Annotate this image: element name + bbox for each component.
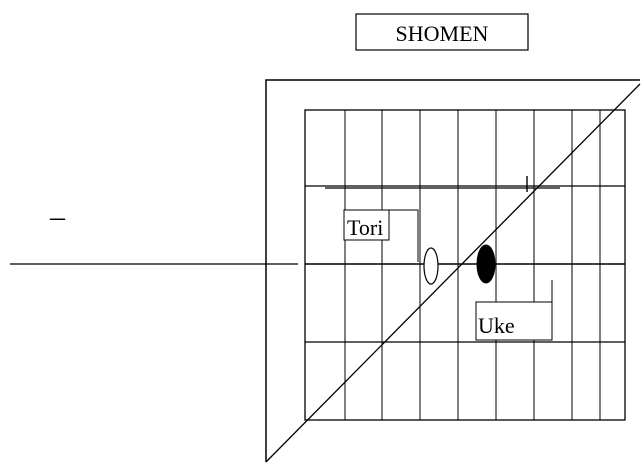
- mat-horizontal-lines: [305, 185, 625, 343]
- uke-marker: [476, 244, 496, 284]
- shomen-box: [355, 13, 529, 51]
- tori-marker: [423, 247, 439, 285]
- tori-leader: [344, 209, 419, 262]
- mat-border: [304, 109, 626, 421]
- shomen-label: SHOMEN: [396, 21, 489, 46]
- shomen-header: SHOMEN: [355, 13, 529, 51]
- tori-label: Tori: [347, 215, 383, 240]
- uke-label: Uke: [478, 313, 515, 338]
- left-mark: –: [49, 200, 66, 233]
- mat-grid: [304, 109, 626, 421]
- uke-group: Uke: [475, 244, 553, 341]
- outer-frame: [265, 79, 640, 462]
- tori-group: Tori: [343, 209, 439, 285]
- uke-box: [475, 301, 553, 341]
- diagonal-line: [265, 83, 641, 463]
- mat-vertical-lines: [344, 110, 601, 420]
